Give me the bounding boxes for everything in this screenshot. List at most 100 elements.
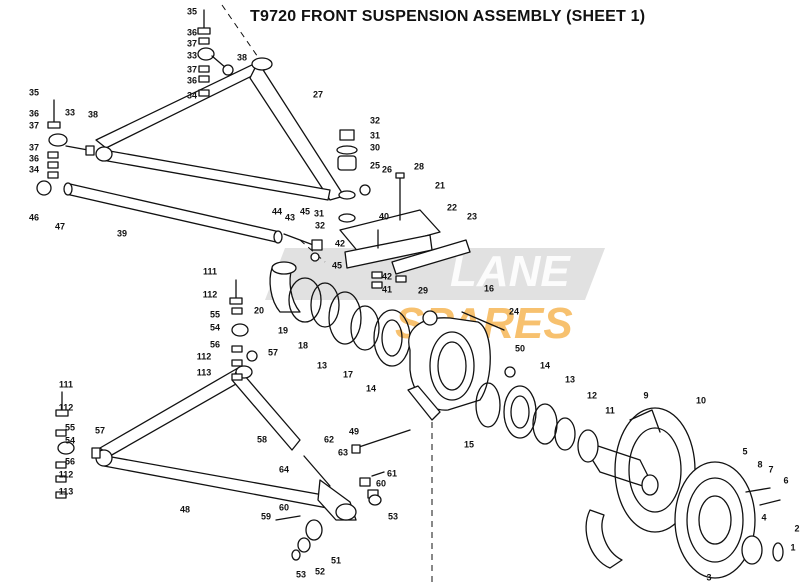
wheel-hub-flange <box>674 461 756 579</box>
callout-39: 39 <box>117 228 127 238</box>
rod-end-lower-left <box>55 391 101 499</box>
upright-bracket <box>339 172 471 289</box>
callout-10: 10 <box>696 395 706 405</box>
callout-3: 3 <box>706 572 711 582</box>
callout-4: 4 <box>761 512 766 522</box>
callout-1: 1 <box>790 542 795 552</box>
callout-15: 15 <box>464 439 474 449</box>
callout-22: 22 <box>447 202 457 212</box>
callout-113: 113 <box>59 486 74 496</box>
callout-11: 11 <box>605 405 615 415</box>
callout-36: 36 <box>29 153 39 163</box>
lower-control-arm <box>95 365 357 521</box>
callout-24: 24 <box>509 306 519 316</box>
callout-53: 53 <box>388 511 398 521</box>
callout-13: 13 <box>565 374 575 384</box>
callout-56: 56 <box>210 339 220 349</box>
callout-40: 40 <box>379 211 389 221</box>
callout-37: 37 <box>29 120 39 130</box>
radius-rod <box>36 180 283 244</box>
callout-14: 14 <box>366 383 376 393</box>
callout-57: 57 <box>268 347 278 357</box>
construction-lines <box>221 4 433 585</box>
callout-47: 47 <box>55 221 65 231</box>
outer-bearings <box>475 366 576 451</box>
callout-16: 16 <box>484 283 494 293</box>
callout-31: 31 <box>314 208 324 218</box>
hub-upright <box>407 310 505 421</box>
callout-29: 29 <box>418 285 428 295</box>
callout-56: 56 <box>65 456 75 466</box>
upper-control-arm <box>95 57 345 201</box>
callout-61: 61 <box>387 468 397 478</box>
callout-44: 44 <box>272 206 282 216</box>
callout-112: 112 <box>203 289 218 299</box>
callout-64: 64 <box>279 464 289 474</box>
rod-end-lower-right <box>229 279 258 381</box>
callout-35: 35 <box>187 6 197 16</box>
callout-42: 42 <box>335 238 345 248</box>
callout-54: 54 <box>65 435 75 445</box>
callout-59: 59 <box>261 511 271 521</box>
spindle <box>577 429 659 496</box>
callout-38: 38 <box>237 52 247 62</box>
callout-28: 28 <box>414 161 424 171</box>
callout-37: 37 <box>187 38 197 48</box>
callout-6: 6 <box>783 475 788 485</box>
callout-26: 26 <box>382 164 392 174</box>
callout-37: 37 <box>29 142 39 152</box>
bolt-44 <box>283 233 323 262</box>
callout-43: 43 <box>285 212 295 222</box>
callout-112: 112 <box>59 402 74 412</box>
callout-5: 5 <box>742 446 747 456</box>
ball-joint-stack <box>336 129 371 223</box>
callout-36: 36 <box>29 108 39 118</box>
callout-21: 21 <box>435 180 445 190</box>
callout-53: 53 <box>296 569 306 579</box>
callout-34: 34 <box>29 164 39 174</box>
callout-37: 37 <box>187 64 197 74</box>
callout-32: 32 <box>315 220 325 230</box>
callout-113: 113 <box>197 367 212 377</box>
callout-48: 48 <box>180 504 190 514</box>
callout-111: 111 <box>59 379 73 389</box>
callout-19: 19 <box>278 325 288 335</box>
hub-cap <box>741 487 784 565</box>
callout-35: 35 <box>29 87 39 97</box>
callout-60: 60 <box>279 502 289 512</box>
callout-27: 27 <box>313 89 323 99</box>
callout-60: 60 <box>376 478 386 488</box>
callout-45: 45 <box>300 206 310 216</box>
callout-36: 36 <box>187 75 197 85</box>
callout-38: 38 <box>88 109 98 119</box>
callout-17: 17 <box>343 369 353 379</box>
callout-49: 49 <box>349 426 359 436</box>
callout-54: 54 <box>210 322 220 332</box>
callout-33: 33 <box>65 107 75 117</box>
callout-18: 18 <box>298 340 308 350</box>
rod-end-upper-left <box>47 99 95 179</box>
callout-23: 23 <box>467 211 477 221</box>
callout-34: 34 <box>187 90 197 100</box>
callout-2: 2 <box>794 523 799 533</box>
diagram-title: T9720 FRONT SUSPENSION ASSEMBLY (SHEET 1… <box>250 8 646 25</box>
callout-8: 8 <box>757 459 762 469</box>
callout-57: 57 <box>95 425 105 435</box>
callout-111: 111 <box>203 266 217 276</box>
callout-52: 52 <box>315 566 325 576</box>
rod-end-upper-top <box>197 9 234 97</box>
callout-46: 46 <box>29 212 39 222</box>
callout-51: 51 <box>331 555 341 565</box>
callout-58: 58 <box>257 434 267 444</box>
callout-30: 30 <box>370 142 380 152</box>
callout-42: 42 <box>382 271 392 281</box>
callout-50: 50 <box>515 343 525 353</box>
callout-20: 20 <box>254 305 264 315</box>
callout-9: 9 <box>643 390 648 400</box>
hub-dust-covers <box>269 261 340 328</box>
callout-36: 36 <box>187 27 197 37</box>
callout-63: 63 <box>338 447 348 457</box>
brake-caliper <box>585 509 623 569</box>
